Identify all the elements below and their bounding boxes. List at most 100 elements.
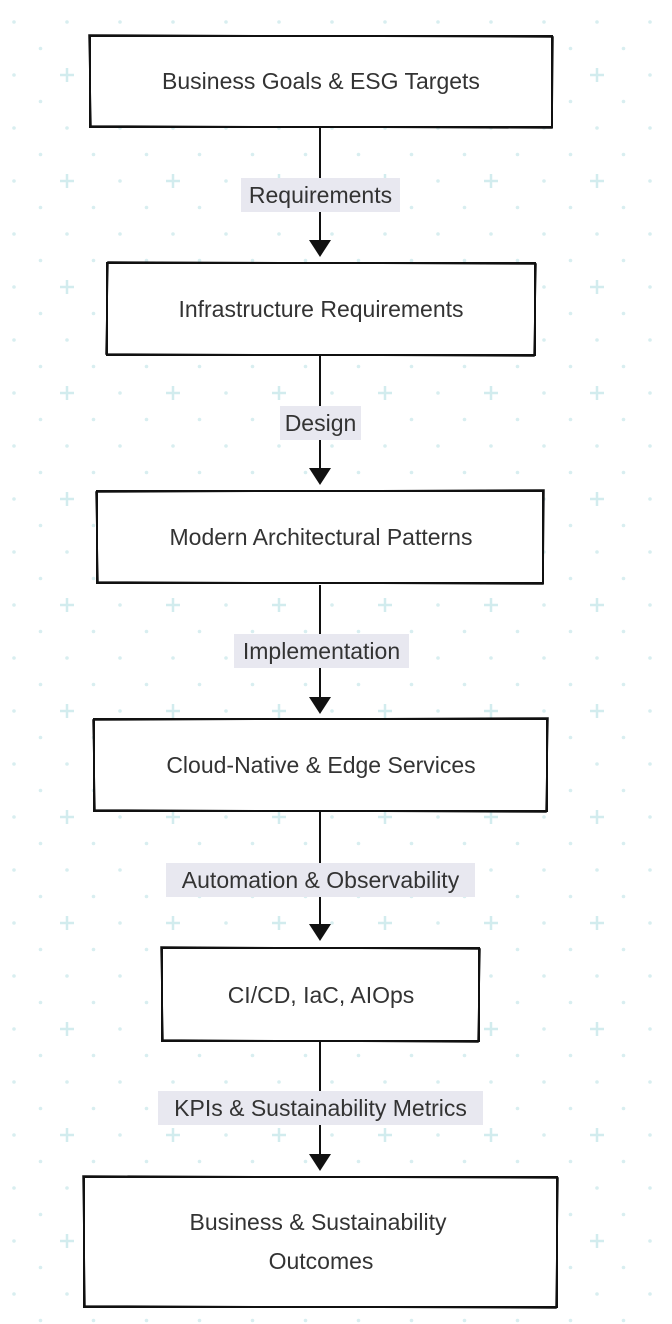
grid-dot xyxy=(91,152,96,157)
grid-dot xyxy=(356,364,361,369)
grid-dot xyxy=(542,603,546,607)
grid-dot xyxy=(568,1159,573,1164)
grid-dot xyxy=(568,417,573,422)
grid-dot xyxy=(224,815,228,819)
grid-dot xyxy=(409,364,414,369)
grid-dot xyxy=(144,1318,149,1323)
grid-dot xyxy=(621,841,626,846)
grid-plus-icon xyxy=(60,704,74,718)
edge-label-bg xyxy=(158,1091,483,1125)
grid-dot xyxy=(462,1159,467,1164)
grid-dot xyxy=(568,947,573,952)
grid-dot xyxy=(489,232,493,236)
grid-dot xyxy=(144,894,149,899)
grid-dot xyxy=(197,417,202,422)
grid-dot xyxy=(568,205,573,210)
grid-dot xyxy=(250,1053,255,1058)
grid-dot xyxy=(515,1053,520,1058)
grid-dot xyxy=(436,603,440,607)
grid-dot xyxy=(568,1265,573,1270)
grid-dot xyxy=(330,444,334,448)
grid-dot xyxy=(65,338,69,342)
grid-dot xyxy=(250,417,255,422)
node-cloud-native-edge: Cloud-Native & Edge Services xyxy=(92,717,549,813)
grid-dot xyxy=(621,417,626,422)
grid-dot xyxy=(65,232,69,236)
grid-dot xyxy=(383,444,387,448)
grid-dot xyxy=(65,1292,69,1296)
grid-plus-icon xyxy=(590,280,604,294)
grid-dot xyxy=(568,735,573,740)
grid-dot xyxy=(38,1212,43,1217)
grid-dot xyxy=(118,179,122,183)
grid-dot xyxy=(12,762,16,766)
grid-dot xyxy=(595,550,599,554)
grid-dot xyxy=(648,868,652,872)
grid-plus-icon xyxy=(60,1022,74,1036)
grid-dot xyxy=(515,682,520,687)
grid-dot xyxy=(118,921,122,925)
grid-dot xyxy=(224,1080,228,1084)
grid-dot xyxy=(383,20,387,24)
node-infrastructure-requirements: Infrastructure Requirements xyxy=(105,261,537,357)
grid-dot xyxy=(38,629,43,634)
grid-dot xyxy=(250,470,255,475)
grid-dot xyxy=(144,364,149,369)
grid-dot xyxy=(462,205,467,210)
grid-dot xyxy=(542,444,546,448)
grid-dot xyxy=(621,364,626,369)
grid-dot xyxy=(38,258,43,263)
grid-dot xyxy=(568,1318,573,1323)
grid-dot xyxy=(595,656,599,660)
grid-dot xyxy=(91,1053,96,1058)
grid-dot xyxy=(409,682,414,687)
grid-plus-icon xyxy=(166,598,180,612)
grid-dot xyxy=(648,1292,652,1296)
grid-dot xyxy=(144,1053,149,1058)
grid-dot xyxy=(648,974,652,978)
grid-dot xyxy=(621,682,626,687)
grid-plus-icon xyxy=(378,598,392,612)
grid-plus-icon xyxy=(484,916,498,930)
grid-dot xyxy=(277,1080,281,1084)
grid-dot xyxy=(197,205,202,210)
grid-plus-icon xyxy=(590,386,604,400)
grid-dot xyxy=(595,20,599,24)
grid-dot xyxy=(409,629,414,634)
grid-dot xyxy=(12,232,16,236)
grid-dot xyxy=(197,1318,202,1323)
grid-plus-icon xyxy=(60,1128,74,1142)
grid-dot xyxy=(250,364,255,369)
grid-dot xyxy=(118,815,122,819)
grid-dot xyxy=(65,444,69,448)
grid-dot xyxy=(489,1080,493,1084)
grid-dot xyxy=(595,126,599,130)
grid-dot xyxy=(144,417,149,422)
grid-plus-icon xyxy=(590,1022,604,1036)
grid-plus-icon xyxy=(378,386,392,400)
grid-plus-icon xyxy=(590,704,604,718)
grid-dot xyxy=(38,576,43,581)
node-label: Infrastructure Requirements xyxy=(178,296,463,322)
grid-dot xyxy=(462,258,467,263)
grid-plus-icon xyxy=(378,704,392,718)
grid-plus-icon xyxy=(272,810,286,824)
grid-dot xyxy=(330,709,334,713)
grid-dot xyxy=(515,152,520,157)
grid-dot xyxy=(648,338,652,342)
grid-dot xyxy=(648,73,652,77)
node-business-sustainability-outcomes: Business & Sustainability Outcomes xyxy=(82,1175,559,1309)
grid-dot xyxy=(621,152,626,157)
grid-dot xyxy=(595,1080,599,1084)
grid-dot xyxy=(568,629,573,634)
grid-dot xyxy=(12,656,16,660)
grid-dot xyxy=(648,762,652,766)
grid-plus-icon xyxy=(166,386,180,400)
grid-dot xyxy=(383,1080,387,1084)
arrowhead-icon xyxy=(309,468,331,485)
grid-dot xyxy=(595,762,599,766)
grid-dot xyxy=(118,656,122,660)
grid-dot xyxy=(12,20,16,24)
grid-dot xyxy=(356,682,361,687)
grid-dot xyxy=(568,841,573,846)
